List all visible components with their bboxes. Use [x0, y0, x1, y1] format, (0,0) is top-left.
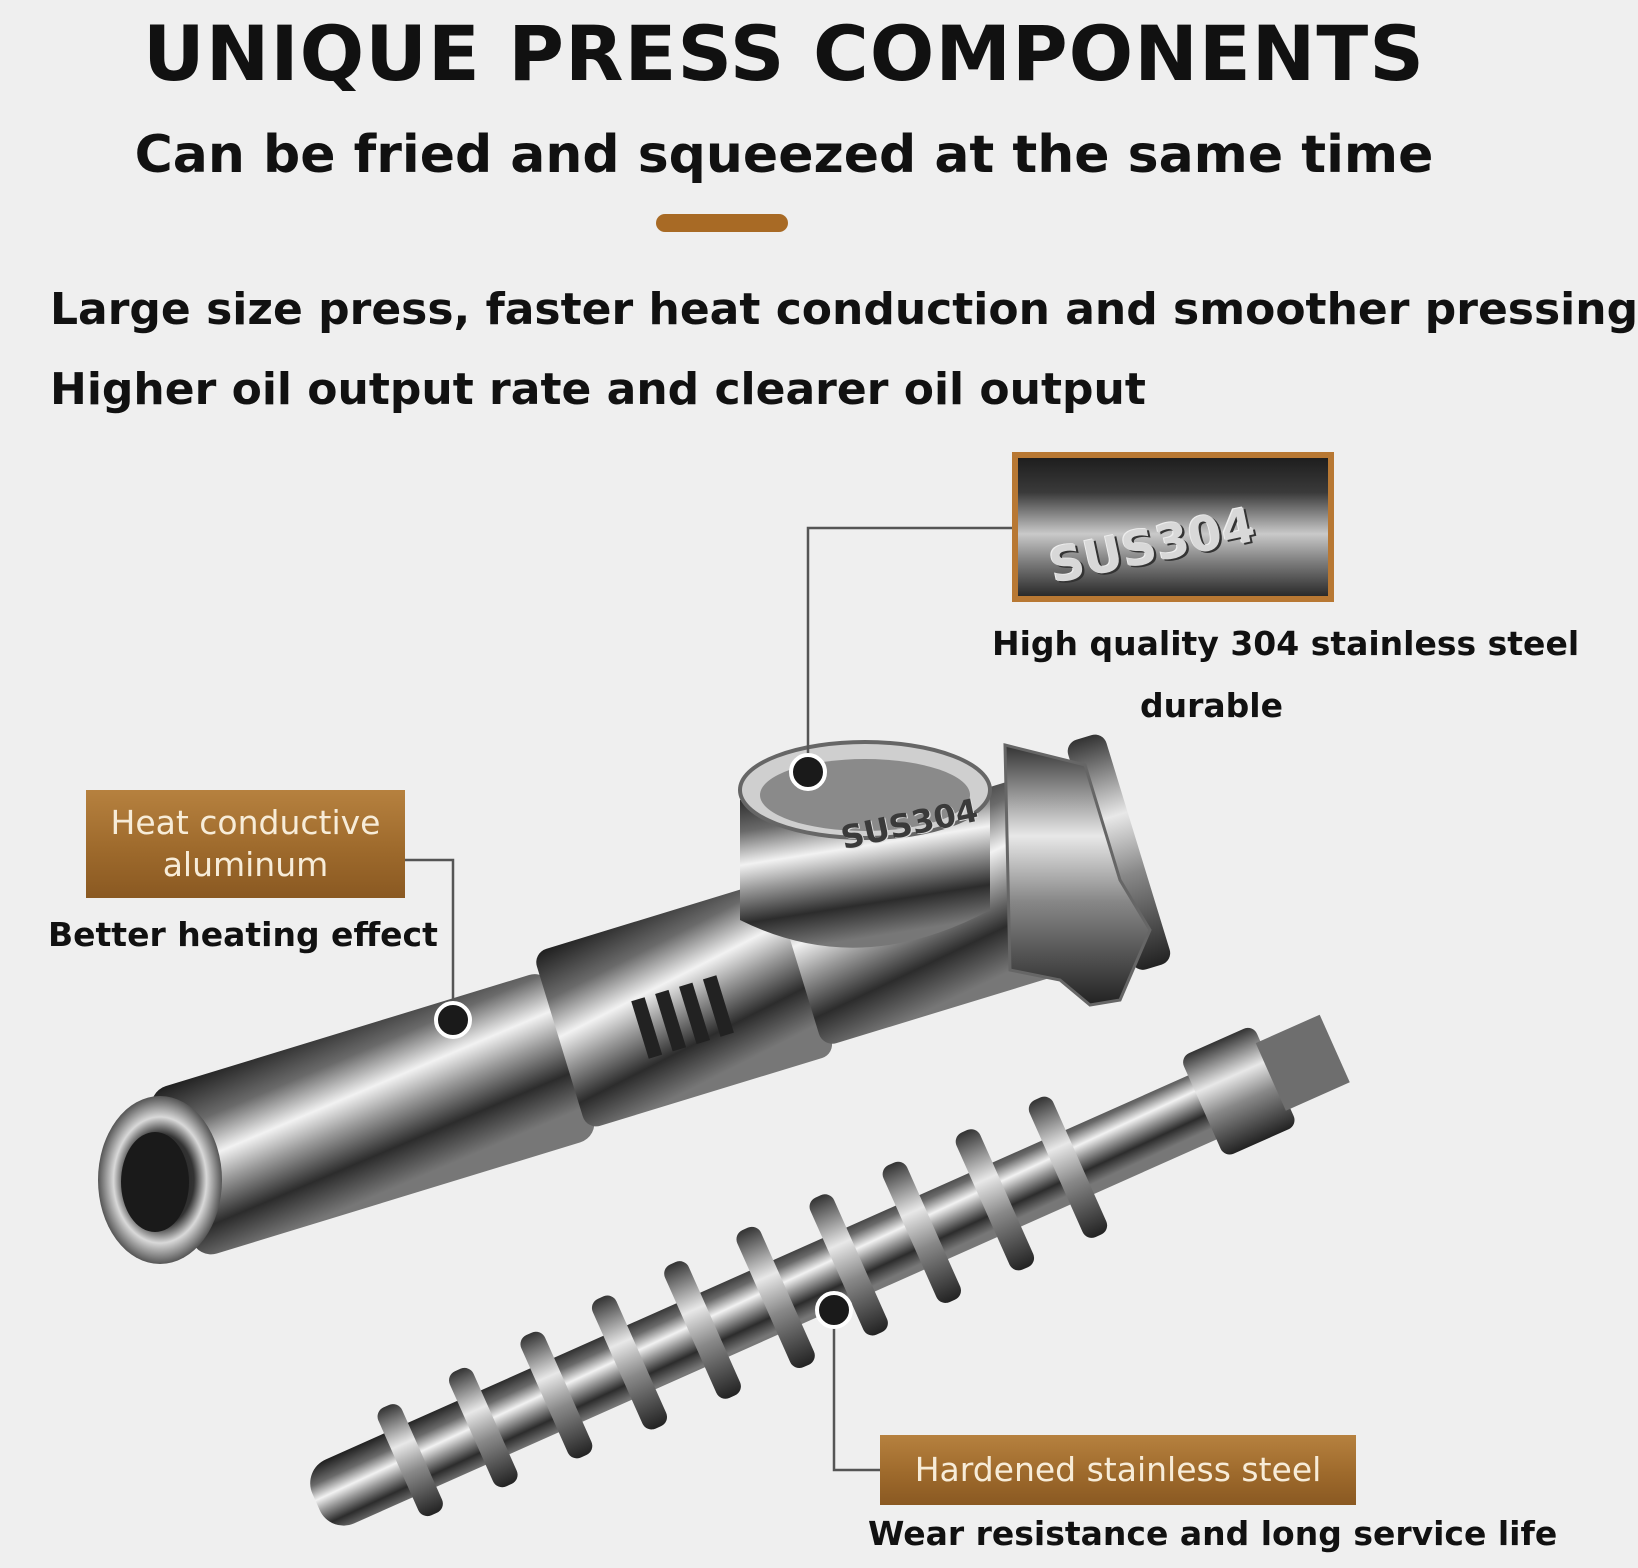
aluminum-badge-line1: Heat conductive: [110, 803, 381, 842]
steel-caption-line1: High quality 304 stainless steel: [992, 624, 1580, 663]
leader-lines: [405, 526, 1012, 1472]
aluminum-badge-line2: aluminum: [162, 845, 329, 884]
page-subtitle: Can be fried and squeezed at the same ti…: [134, 125, 1434, 185]
hardened-caption: Wear resistance and long service life: [868, 1514, 1558, 1553]
press-components-illustration: [98, 526, 1350, 1526]
aluminum-caption: Better heating effect: [48, 915, 438, 954]
accent-divider: [656, 214, 788, 232]
sus304-closeup-inset: SUS304: [1012, 452, 1334, 602]
inset-stamp: SUS304: [1044, 496, 1260, 596]
callout-dot-icon: [815, 1291, 853, 1329]
hardened-badge-label: Hardened stainless steel: [914, 1450, 1322, 1489]
feature-line-2: Higher oil output rate and clearer oil o…: [50, 364, 1146, 415]
page-title: UNIQUE PRESS COMPONENTS: [143, 9, 1425, 98]
feature-line-1: Large size press, faster heat conduction…: [50, 284, 1638, 335]
bayonet-flange: [1003, 743, 1152, 1007]
callout-dot-icon: [434, 1001, 472, 1039]
hardened-badge: Hardened stainless steel: [880, 1435, 1356, 1505]
screw-shaft: [310, 1014, 1350, 1526]
aluminum-badge: Heat conductive aluminum: [86, 790, 405, 898]
steel-caption-line2: durable: [1140, 686, 1283, 725]
callout-dot-icon: [789, 753, 827, 791]
